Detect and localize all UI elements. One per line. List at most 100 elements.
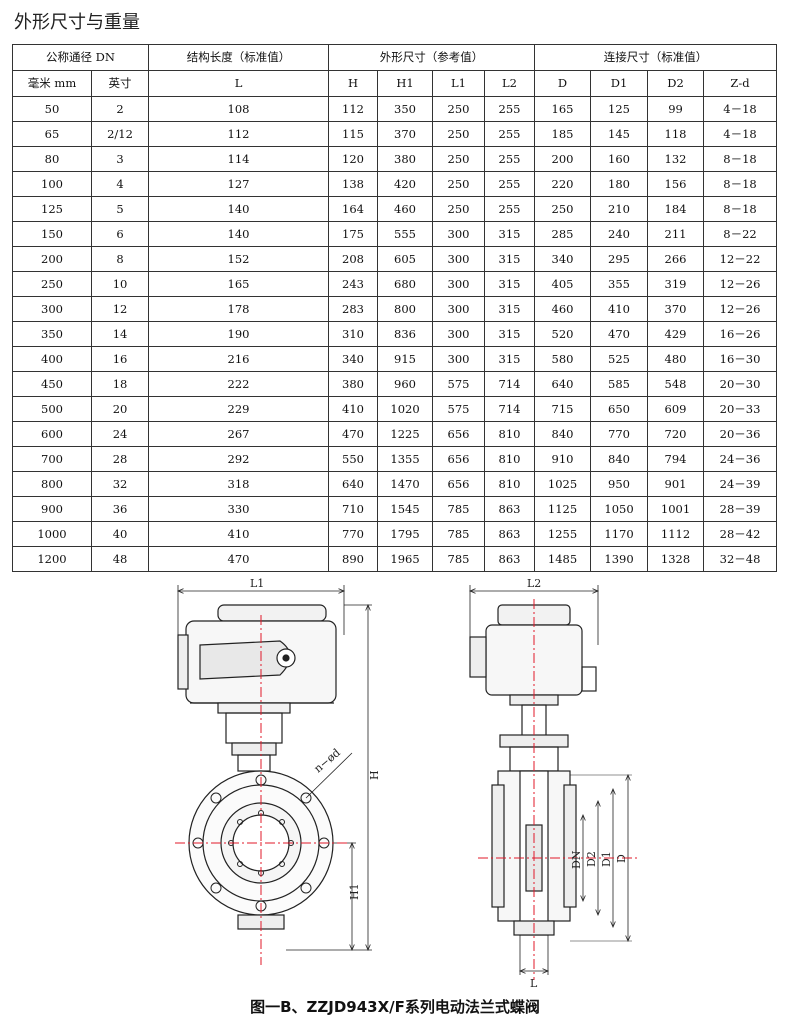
table-cell: 2/12 [90,121,150,147]
table-cell: 285 [534,221,592,247]
table-cell: 910 [534,446,592,472]
table-cell: 714 [484,371,536,397]
table-cell: 250 [432,121,486,147]
table-cell: 1200 [12,546,92,572]
table-cell: 410 [148,521,330,547]
table-cell: 1125 [534,496,592,522]
table-cell: 24－36 [703,446,778,472]
table-cell: 575 [432,396,486,422]
table-cell: 16 [90,346,150,372]
table-cell: 330 [148,496,330,522]
table-cell: 125 [590,96,649,122]
front-view [178,585,372,950]
table-cell: 8－22 [703,221,778,247]
table-cell: 99 [647,96,705,122]
table-cell: 229 [148,396,330,422]
table-group-header-row: 公称通径 DN 结构长度（标准值） 外形尺寸（参考值） 连接尺寸（标准值） [11,44,778,71]
table-cell: 255 [484,146,536,172]
table-cell: 250 [432,196,486,222]
table-cell: 960 [377,371,434,397]
table-cell: 680 [377,271,434,297]
sub-header-cell: 毫米 mm [12,70,92,97]
table-cell: 300 [12,296,92,322]
valve-drawing: L1 H H1 n−ød [0,575,790,995]
table-cell: 100 [12,171,92,197]
table-cell: 250 [432,146,486,172]
table-cell: 300 [432,346,486,372]
table-cell: 10 [90,271,150,297]
table-cell: 315 [484,296,536,322]
table-cell: 165 [534,96,592,122]
table-cell: 112 [148,121,330,147]
table-cell: 720 [647,421,705,447]
table-cell: 20－36 [703,421,778,447]
table-cell: 28－39 [703,496,778,522]
table-cell: 295 [590,246,649,272]
table-cell: 650 [590,396,649,422]
table-cell: 863 [484,496,536,522]
table-cell: 243 [328,271,379,297]
table-cell: 656 [432,446,486,472]
table-cell: 340 [534,246,592,272]
sub-header-cell: L2 [484,70,536,97]
table-cell: 1050 [590,496,649,522]
table-cell: 18 [90,371,150,397]
table-cell: 840 [534,421,592,447]
table-cell: 32－48 [703,546,778,572]
table-cell: 255 [484,121,536,147]
table-cell: 429 [647,321,705,347]
table-cell: 800 [377,296,434,322]
table-cell: 863 [484,521,536,547]
table-cell: 714 [484,396,536,422]
table-cell: 340 [328,346,379,372]
table-cell: 250 [12,271,92,297]
table-cell: 255 [484,171,536,197]
label-dn: DN [570,850,583,869]
table-cell: 1255 [534,521,592,547]
table-cell: 600 [12,421,92,447]
table-cell: 470 [590,321,649,347]
label-l: L [530,977,538,990]
table-cell: 12－22 [703,246,778,272]
table-cell: 890 [328,546,379,572]
table-cell: 350 [12,321,92,347]
table-cell: 208 [328,246,379,272]
table-cell: 1965 [377,546,434,572]
table-cell: 175 [328,221,379,247]
table-cell: 785 [432,521,486,547]
table-cell: 1795 [377,521,434,547]
table-cell: 5 [90,196,150,222]
table-cell: 500 [12,396,92,422]
table-cell: 112 [328,96,379,122]
sub-header-cell: Z-d [703,70,778,97]
table-cell: 770 [590,421,649,447]
table-cell: 292 [148,446,330,472]
table-cell: 145 [590,121,649,147]
table-cell: 863 [484,546,536,572]
table-cell: 1225 [377,421,434,447]
table-cell: 315 [484,321,536,347]
table-cell: 300 [432,271,486,297]
table-cell: 355 [590,271,649,297]
front-centerlines [175,615,350,965]
table-cell: 28 [90,446,150,472]
table-cell: 1390 [590,546,649,572]
table-cell: 410 [590,296,649,322]
table-cell: 810 [484,471,536,497]
table-cell: 1328 [647,546,705,572]
table-cell: 267 [148,421,330,447]
table-cell: 160 [590,146,649,172]
table-cell: 300 [432,246,486,272]
table-cell: 114 [148,146,330,172]
table-cell: 6 [90,221,150,247]
label-l1: L1 [250,577,264,590]
